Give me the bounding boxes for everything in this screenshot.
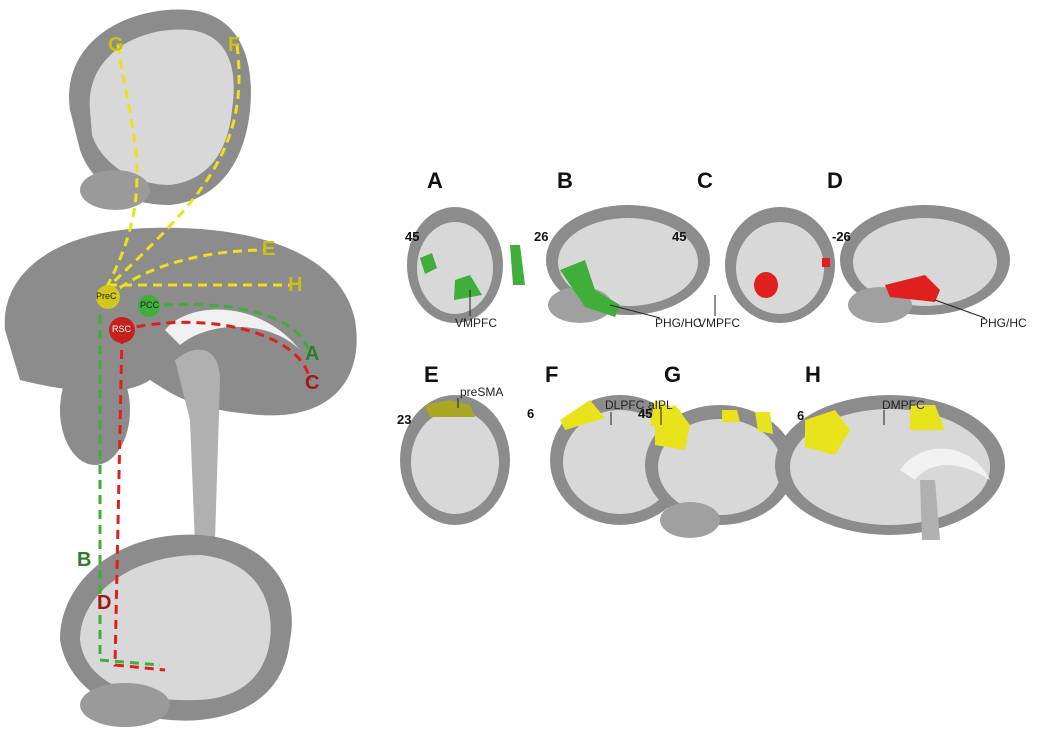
route-f-line: [103, 44, 241, 292]
route-label-h: H: [288, 274, 303, 296]
region-label-a: VMPFC: [455, 316, 497, 330]
slice-number-d: -26: [832, 229, 851, 244]
slice-number-h: 6: [797, 408, 805, 423]
slice-number-b: 26: [534, 229, 549, 244]
top-sagittal-brain: [69, 9, 251, 210]
bottom-sagittal-brain: [60, 534, 292, 727]
route-label-a: A: [305, 343, 320, 365]
route-d-line: [113, 334, 166, 672]
route-label-f: F: [228, 34, 241, 56]
panel-letter-g: G: [664, 362, 682, 387]
region-label-c: VMPFC: [698, 316, 740, 330]
panel-letter-b: B: [557, 168, 573, 193]
region-label-b: PHG/HC: [655, 316, 702, 330]
pcc-node: [138, 295, 160, 317]
region-label-h: DMPFC: [882, 398, 925, 412]
slice-number-c: 45: [672, 229, 687, 244]
route-c-line: [121, 320, 312, 381]
node-label-prec: PreC: [96, 291, 117, 301]
region-label-g: aIPL: [648, 398, 673, 412]
route-lines: [98, 44, 312, 672]
region-label-e: preSMA: [460, 385, 504, 399]
panel-letter-f: F: [545, 362, 559, 387]
region-label-d: PHG/HC: [980, 316, 1027, 330]
slice-number-e: 23: [397, 412, 412, 427]
middle-sagittal-brain: [4, 227, 357, 545]
region-label-f: DLPFC: [605, 398, 645, 412]
slice-number-f: 6: [527, 406, 535, 421]
panel-letter-a: A: [427, 168, 443, 193]
route-g-line: [103, 44, 139, 291]
prec-node: [96, 285, 120, 309]
node-label-rsc: RSC: [112, 324, 132, 334]
route-label-d: D: [97, 592, 112, 614]
rsc-node: [109, 317, 135, 343]
panel-brains: [400, 205, 1010, 540]
route-label-e: E: [262, 238, 276, 260]
node-label-pcc: PCC: [140, 300, 160, 310]
leader-lines: [457, 290, 986, 425]
route-label-c: C: [305, 372, 320, 394]
slice-number-a: 45: [405, 229, 420, 244]
route-label-b: B: [77, 549, 92, 571]
panel-letter-c: C: [697, 168, 713, 193]
panel-letter-h: H: [805, 362, 821, 387]
route-label-g: G: [108, 34, 124, 56]
panel-letter-e: E: [424, 362, 439, 387]
slice-number-g: 45: [638, 406, 653, 421]
route-b-line: [98, 315, 161, 667]
panel-letter-d: D: [827, 168, 843, 193]
